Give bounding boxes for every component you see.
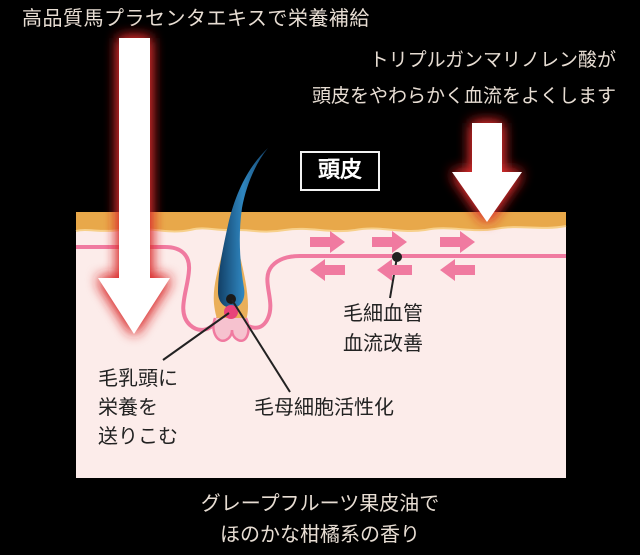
papilla-label-line-3: 送りこむ	[98, 424, 178, 448]
papilla-leader-line	[162, 312, 230, 361]
linolenic-caption: トリプルガンマリノレン酸が 頭皮をやわらかく血流をよくします	[312, 42, 616, 114]
placenta-arrow	[98, 38, 170, 334]
papilla-label-line-1: 毛乳頭に	[98, 366, 178, 390]
placenta-caption: 高品質馬プラセンタエキスで栄養補給	[22, 6, 370, 30]
capillary-label: 毛細血管 血流改善	[343, 298, 423, 358]
capillary-right-loop	[238, 254, 566, 330]
flow-arrow-right-1	[310, 231, 345, 253]
flow-arrow-right-2	[372, 231, 407, 253]
flow-arrow-left-2	[377, 259, 412, 281]
capillary-leader-line	[389, 256, 398, 299]
flow-arrows-right	[310, 231, 475, 253]
matrix-leader-line	[231, 299, 291, 393]
flow-arrow-left-3	[440, 259, 475, 281]
linolenic-caption-line-2: 頭皮をやわらかく血流をよくします	[311, 85, 616, 107]
scalp-label: 頭皮	[300, 151, 380, 191]
fragrance-caption-line-2: ほのかな柑橘系の香り	[220, 522, 420, 546]
flow-arrow-left-1	[310, 259, 345, 281]
matrix-label: 毛母細胞活性化	[254, 395, 394, 419]
papilla-label-line-2: 栄養を	[98, 395, 158, 419]
linolenic-arrow	[452, 123, 522, 222]
dermal-papilla	[224, 305, 238, 319]
capillary-leader-dot	[392, 252, 402, 262]
linolenic-caption-line-1: トリプルガンマリノレン酸が	[369, 49, 616, 71]
papilla-label: 毛乳頭に 栄養を 送りこむ	[98, 364, 178, 451]
hair-shaft	[218, 148, 268, 308]
fragrance-caption-line-1: グレープフルーツ果皮油で	[200, 491, 440, 515]
epidermis-band	[76, 212, 566, 232]
capillary-label-line-2: 血流改善	[343, 331, 423, 355]
flow-arrow-right-3	[440, 231, 475, 253]
follicle-bulb	[212, 317, 250, 343]
fragrance-caption: グレープフルーツ果皮油で ほのかな柑橘系の香り	[0, 488, 640, 550]
flow-arrows-left	[310, 259, 475, 281]
capillary-label-line-1: 毛細血管	[343, 301, 423, 325]
